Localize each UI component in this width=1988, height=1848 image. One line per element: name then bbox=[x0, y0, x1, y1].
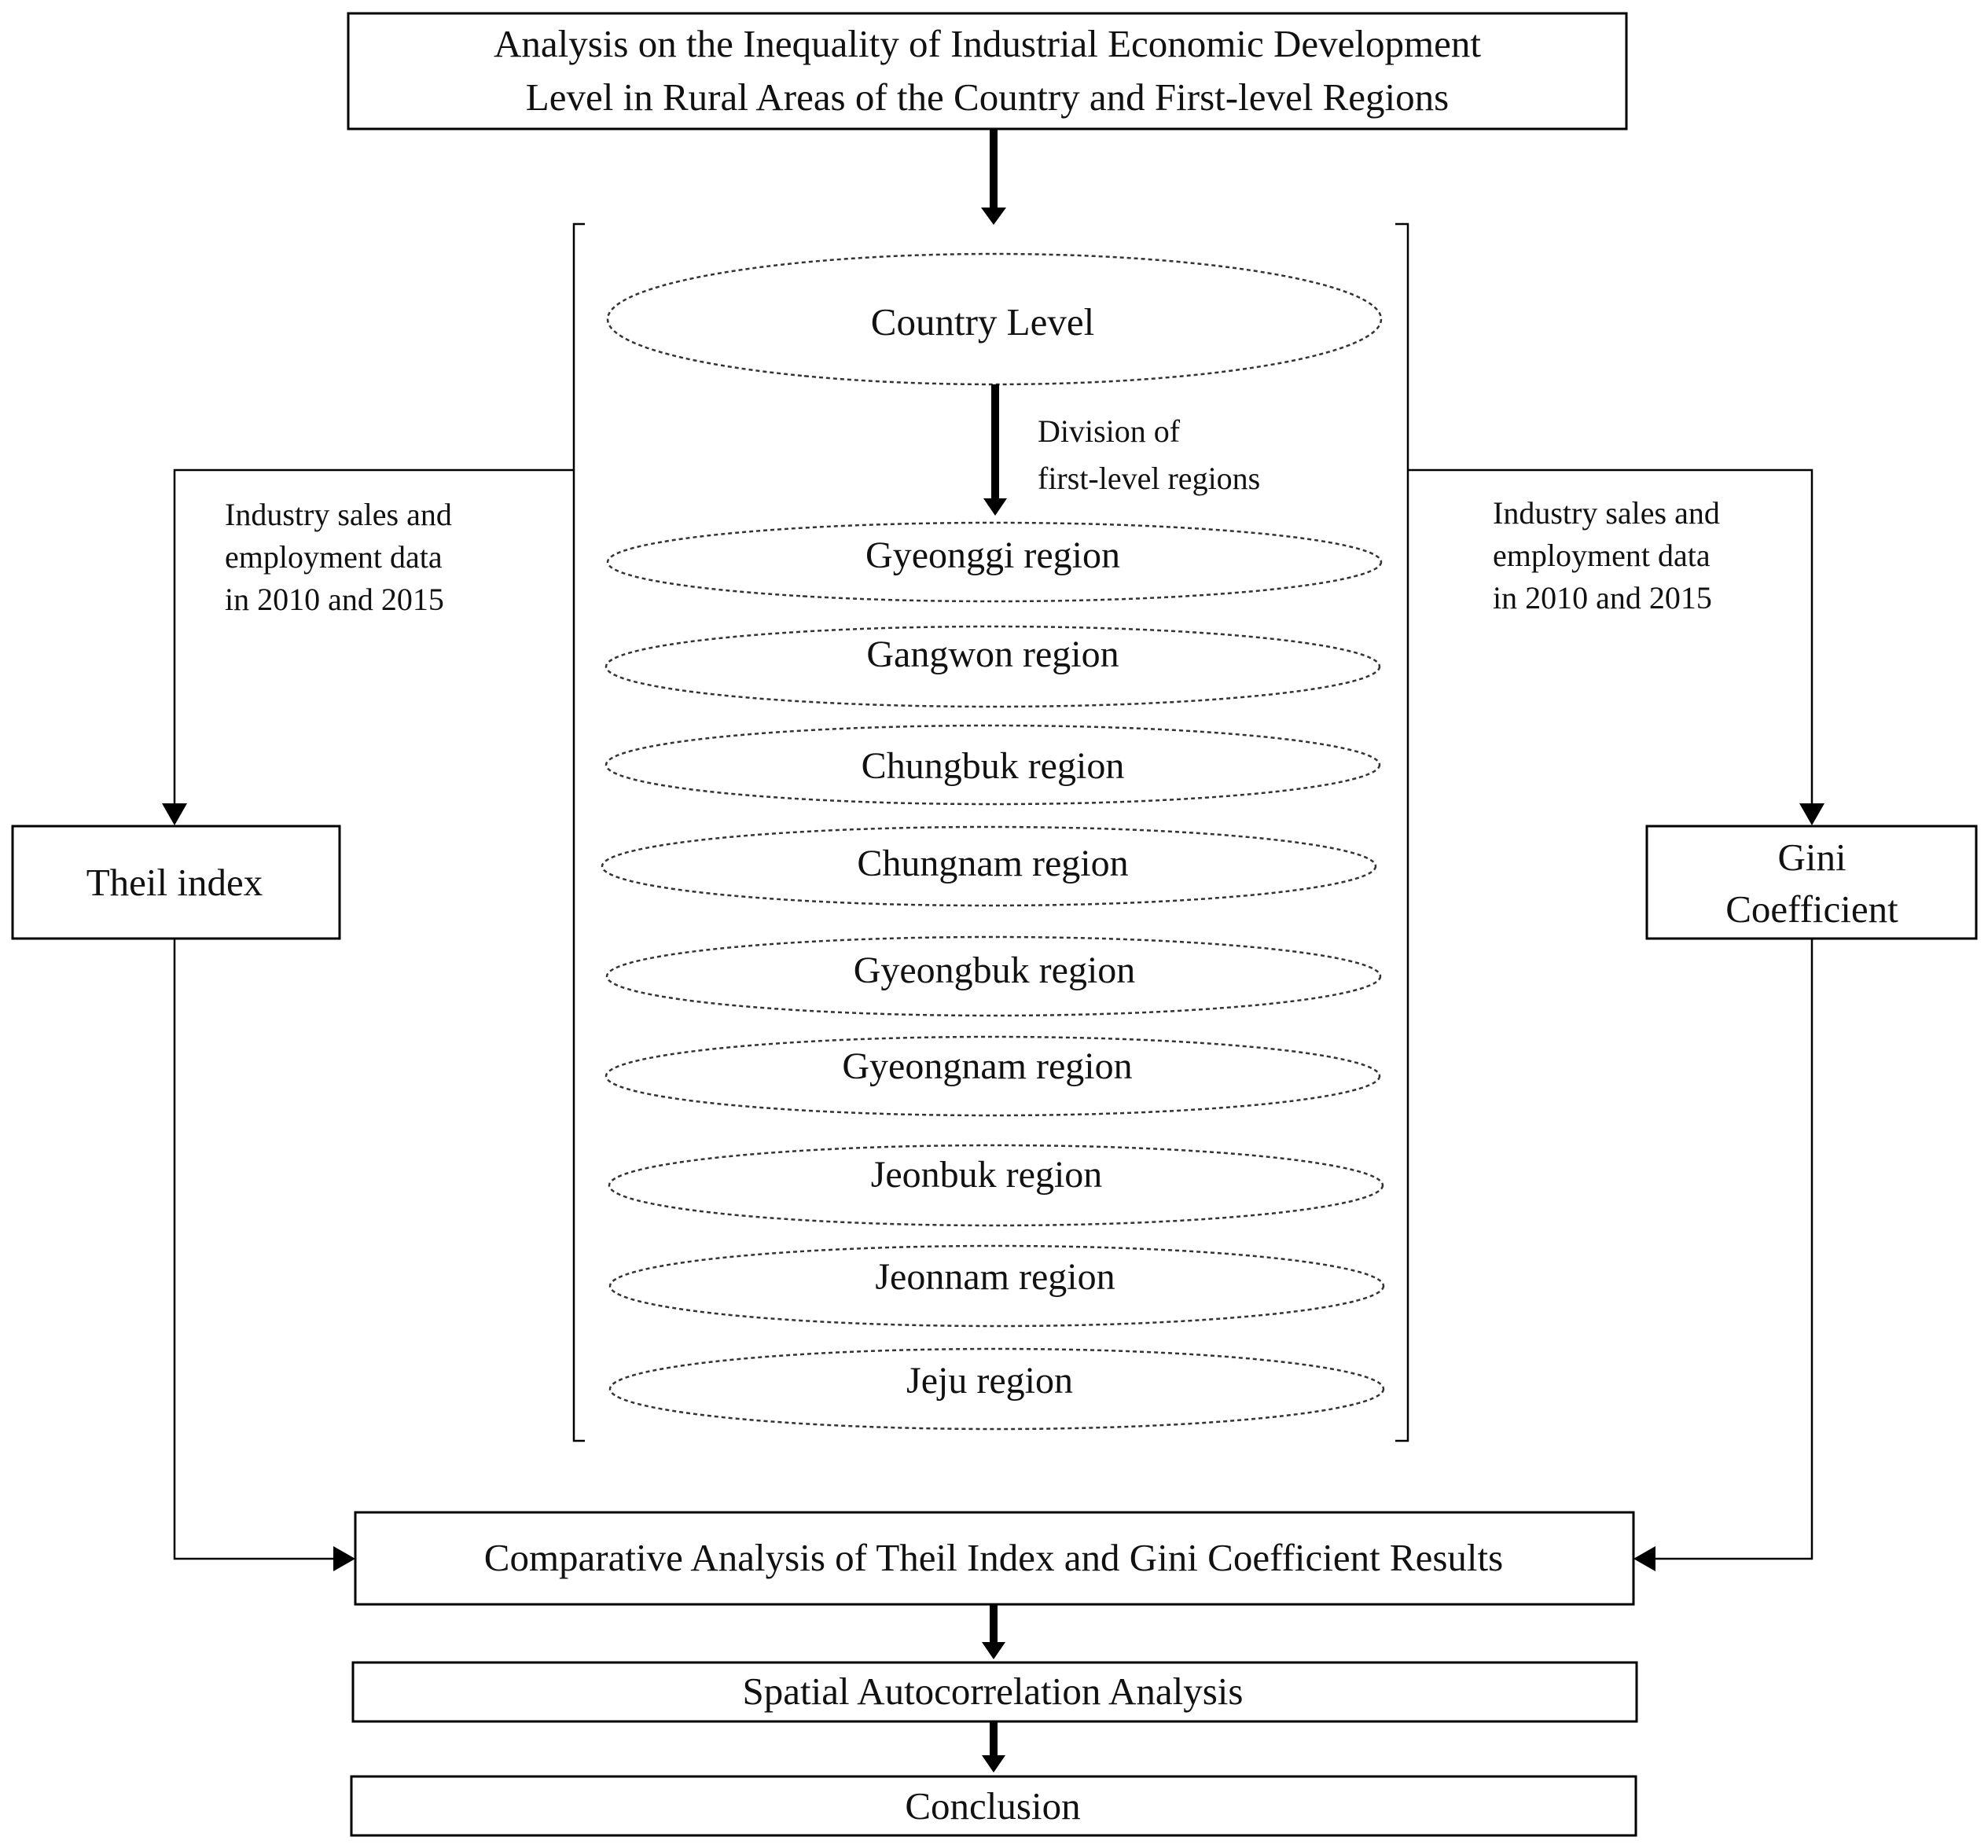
arrow-comparative-to-spatial bbox=[982, 1604, 1005, 1659]
region-gyeongnam: Gyeongnam region bbox=[604, 1035, 1381, 1117]
division-label-line-1: Division of bbox=[1038, 413, 1181, 449]
region-label: Jeonnam region bbox=[875, 1256, 1115, 1298]
region-label: Jeju region bbox=[906, 1360, 1073, 1402]
country-level-ellipse: Country Level bbox=[606, 252, 1383, 386]
left-data-label-line-3: in 2010 and 2015 bbox=[225, 582, 444, 617]
right-data-label-line-3: in 2010 and 2015 bbox=[1493, 580, 1712, 615]
region-gyeongbuk: Gyeongbuk region bbox=[605, 935, 1382, 1017]
region-chungnam: Chungnam region bbox=[601, 825, 1377, 907]
gini-label-line-1: Gini bbox=[1777, 836, 1846, 879]
connector-right-to-gini bbox=[1408, 468, 1824, 825]
connector-theil-to-comparative bbox=[173, 939, 355, 1571]
comparative-analysis-box: Comparative Analysis of Theil Index and … bbox=[354, 1511, 1635, 1606]
connector-gini-to-comparative bbox=[1633, 939, 1813, 1571]
region-jeju: Jeju region bbox=[608, 1347, 1385, 1431]
theil-index-box: Theil index bbox=[11, 825, 341, 940]
right-data-label-line-1: Industry sales and bbox=[1493, 495, 1720, 531]
title-box: Analysis on the Inequality of Industrial… bbox=[347, 12, 1628, 130]
connector-left-to-theil bbox=[162, 468, 574, 825]
country-level-label: Country Level bbox=[871, 300, 1094, 344]
spatial-autocorrelation-label: Spatial Autocorrelation Analysis bbox=[743, 1670, 1244, 1713]
conclusion-label: Conclusion bbox=[905, 1784, 1080, 1828]
left-bracket bbox=[572, 222, 585, 1442]
gini-coefficient-box: Gini Coefficient bbox=[1645, 825, 1978, 940]
region-label: Gyeongnam region bbox=[842, 1045, 1132, 1087]
arrow-division bbox=[983, 384, 1007, 516]
left-data-label-line-1: Industry sales and bbox=[225, 497, 452, 532]
region-gangwon: Gangwon region bbox=[604, 625, 1381, 708]
left-data-label-line-2: employment data bbox=[225, 539, 443, 575]
right-bracket bbox=[1395, 222, 1409, 1442]
comparative-analysis-label: Comparative Analysis of Theil Index and … bbox=[484, 1536, 1503, 1579]
region-gyeonggi: Gyeonggi region bbox=[606, 521, 1383, 603]
region-label: Gyeongbuk region bbox=[854, 950, 1136, 991]
division-label-line-2: first-level regions bbox=[1038, 461, 1260, 496]
arrow-spatial-to-conclusion bbox=[982, 1721, 1005, 1773]
region-label: Gyeonggi region bbox=[865, 535, 1120, 576]
region-jeonbuk: Jeonbuk region bbox=[608, 1144, 1384, 1227]
theil-index-label: Theil index bbox=[86, 861, 263, 904]
spatial-autocorrelation-box: Spatial Autocorrelation Analysis bbox=[351, 1661, 1638, 1723]
arrow-title-to-levels bbox=[981, 129, 1006, 225]
region-label: Gangwon region bbox=[866, 634, 1119, 675]
title-line-2: Level in Rural Areas of the Country and … bbox=[526, 75, 1449, 119]
region-chungbuk: Chungbuk region bbox=[604, 724, 1381, 806]
title-line-1: Analysis on the Inequality of Industrial… bbox=[494, 22, 1481, 65]
right-data-label-line-2: employment data bbox=[1493, 538, 1711, 573]
region-label: Chungnam region bbox=[857, 843, 1128, 884]
region-label: Jeonbuk region bbox=[871, 1154, 1103, 1196]
region-label: Chungbuk region bbox=[862, 745, 1125, 787]
gini-label-line-2: Coefficient bbox=[1725, 887, 1898, 931]
region-jeonnam: Jeonnam region bbox=[608, 1244, 1385, 1328]
conclusion-box: Conclusion bbox=[350, 1775, 1637, 1837]
